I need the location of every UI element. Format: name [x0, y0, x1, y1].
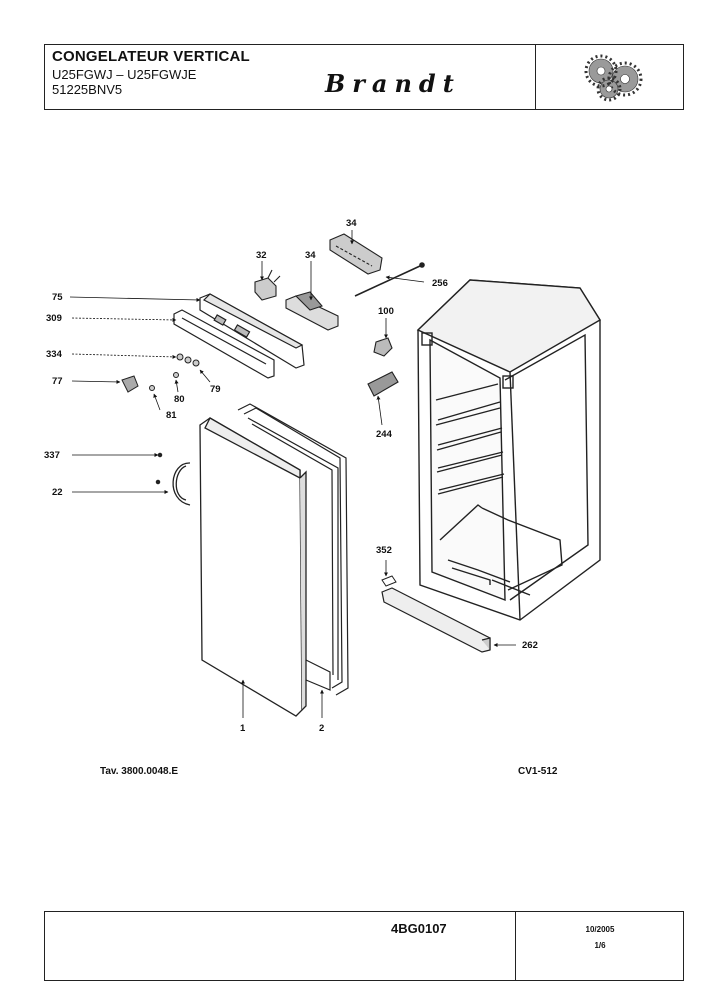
small-parts: [121, 353, 200, 393]
callout-262: 262: [522, 640, 538, 651]
callout-79: 79: [210, 384, 221, 395]
callout-100: 100: [378, 306, 394, 317]
brand-logo: Brandt: [325, 69, 461, 98]
callout-309: 309: [46, 313, 62, 324]
freezer-cabinet: [416, 279, 601, 621]
callout-2: 2: [319, 723, 324, 734]
callout-337: 337: [44, 450, 60, 461]
callout-1: 1: [240, 723, 246, 734]
callout-334: 334: [46, 349, 63, 360]
document-reference: 4BG0107: [391, 921, 447, 936]
cv-reference: CV1-512: [518, 766, 558, 777]
callout-32: 32: [256, 250, 267, 261]
product-code: 51225BNV5: [52, 82, 123, 97]
document-title: CONGELATEUR VERTICAL: [52, 48, 250, 65]
header-box: CONGELATEUR VERTICAL U25FGWJ – U25FGWJE …: [44, 44, 684, 110]
door-panel: [199, 417, 307, 717]
callout-256: 256: [432, 278, 448, 289]
page-number: 1/6: [594, 941, 606, 950]
callout-81: 81: [166, 410, 177, 421]
table-reference: Tav. 3800.0048.E: [100, 766, 179, 777]
callout-352: 352: [376, 545, 392, 556]
thermostat-part: [254, 269, 281, 301]
callout-34-top: 34: [346, 218, 357, 229]
grid-part-244: [367, 371, 399, 397]
light-housing-part: [285, 291, 339, 331]
kick-plate: [381, 587, 491, 653]
header-divider: [535, 44, 536, 110]
callout-34: 34: [305, 250, 316, 261]
callout-labels: 34 34 32 256 75 100 309 334 79 77 80 81 …: [44, 218, 538, 734]
door-handle: [155, 452, 191, 506]
control-panel: [173, 293, 305, 379]
door-switch-part: [373, 337, 393, 357]
footer-divider: [515, 911, 516, 981]
gears-logo-icon: [543, 49, 679, 105]
footer-box: 4BG0107 10/2005 1/6: [44, 911, 684, 981]
callout-22: 22: [52, 487, 63, 498]
light-cover-part: [329, 233, 383, 275]
callout-244: 244: [376, 429, 393, 440]
document-date: 10/2005: [585, 925, 615, 934]
clip-part-352: [381, 575, 397, 587]
door-gasket: [237, 403, 349, 696]
callout-77: 77: [52, 376, 63, 387]
model-numbers: U25FGWJ – U25FGWJE: [52, 67, 197, 82]
callout-75: 75: [52, 292, 63, 303]
leader-lines: [69, 230, 516, 718]
callout-80: 80: [174, 394, 185, 405]
sensor-probe: [354, 262, 425, 297]
